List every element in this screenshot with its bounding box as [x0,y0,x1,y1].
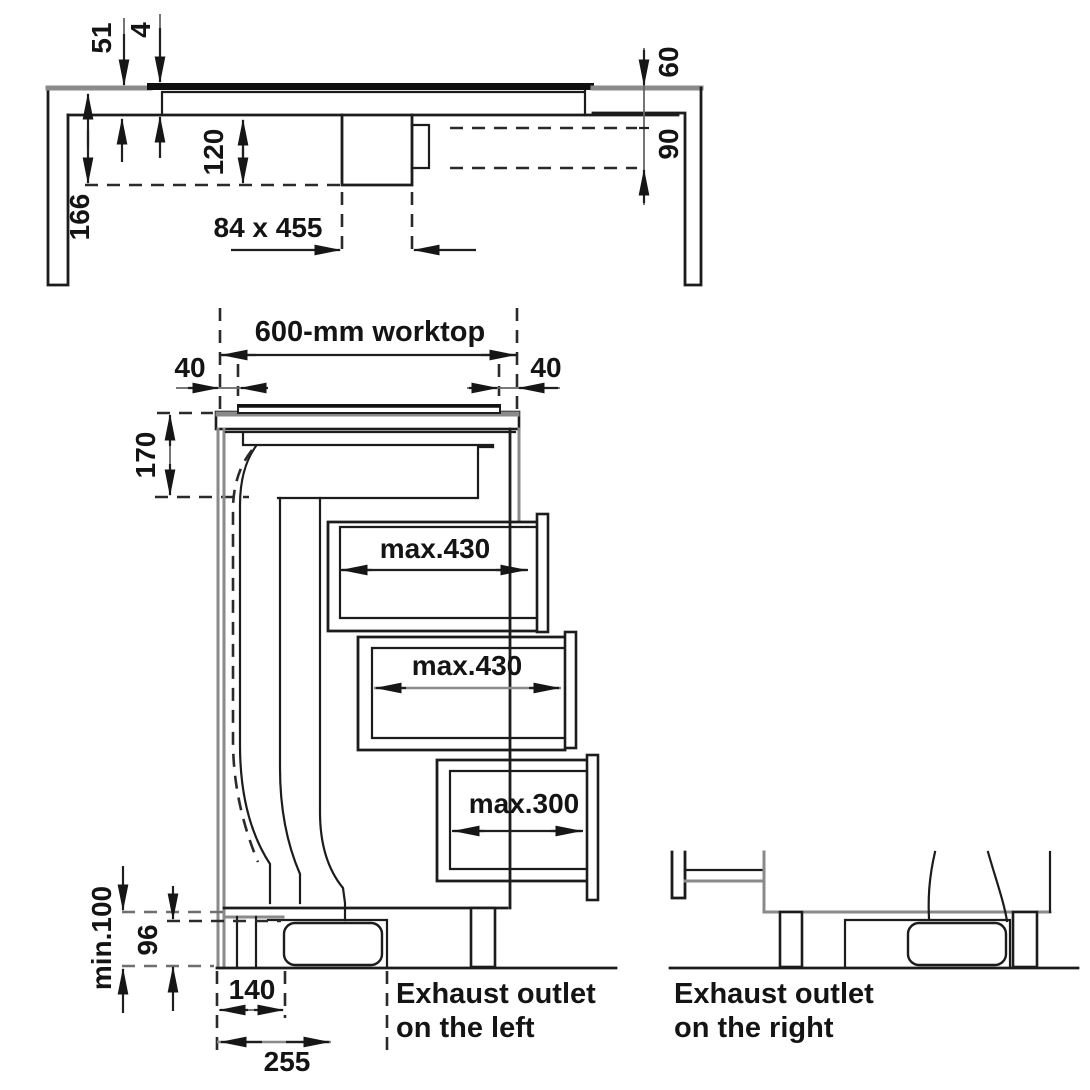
dim-label-170: 170 [130,432,161,479]
hob-flange [224,430,517,449]
drawer-middle: max.430 [356,630,578,752]
drawer-bottom-front [585,753,600,902]
drawer-bottom: max.300 [435,753,600,902]
dim-label-min100: min.100 [86,886,117,990]
caption-exhaust-right-2: on the right [674,1012,834,1044]
caption-exhaust-right-1: Exhaust outlet [674,978,874,1010]
plinth-extension-lines [215,971,389,1052]
duct-flange-bracket [410,123,431,170]
cabinet-section-view: 600-mm worktop 40 40 170 [86,308,618,1077]
hob-recess-lines [160,89,587,117]
dim-label-166: 166 [64,194,95,241]
dim-label-40-right: 40 [530,352,561,383]
dim-label-120: 120 [198,129,229,176]
hob-edge-extension-lines [236,364,501,396]
cutout-extension-lines [340,192,414,257]
plinth-area [215,906,618,970]
hob-body [276,445,495,500]
duct-hidden-lines [450,126,637,170]
exhaust-outlet-left [282,921,384,967]
rail-bracket [670,850,687,900]
exhaust-outlet-right [906,921,1008,967]
dim-label-51: 51 [86,22,117,53]
right-view-outlet-housing [843,918,1012,968]
dim-label-drawer-top: max.430 [380,533,491,564]
vent-box [340,113,414,187]
right-view-foot-right [1011,910,1039,969]
hob-glass-bar [147,83,594,90]
dim-label-96: 96 [132,924,163,955]
right-outlet-view: Exhaust outlet on the right [668,850,1080,1044]
dim-label-255: 255 [264,1046,311,1077]
worktop-plan-view: 51 4 166 120 84 x 455 60 90 [45,14,704,287]
dim-label-worktop: 600-mm worktop [255,316,485,348]
worktop-extension-lines [218,308,519,410]
drawer-top-front [535,512,550,634]
caption-exhaust-left-2: on the left [396,1012,535,1044]
dim-label-90: 90 [653,128,684,159]
dim-label-drawer-bottom: max.300 [469,788,580,819]
dim-label-drawer-middle: max.430 [412,650,523,681]
dim-label-140: 140 [229,974,276,1005]
duct-left-face [238,444,272,905]
plinth-dimensions: min.100 96 140 255 [86,866,389,1077]
plinth-foot [469,906,497,969]
plinth-bracket [235,915,258,968]
right-view-duct-right [986,850,1009,923]
dim-label-40-left: 40 [174,352,205,383]
dim-label-60: 60 [653,46,684,77]
duct-hidden-edge [231,449,260,863]
right-wall-outline [591,86,703,287]
dim-label-4: 4 [125,22,156,38]
caption-exhaust-left-1: Exhaust outlet [396,978,596,1010]
cabinet-left-panel [216,427,226,969]
outlet-housing [266,918,389,968]
duct-inner-left [278,496,302,905]
duct-inner-right [318,496,347,922]
left-wall-outline [46,86,70,287]
dim-label-cutout: 84 x 455 [214,212,323,243]
drawer-top: max.430 [326,512,550,634]
drawer-middle-front [563,630,578,750]
right-view-foot-left [778,910,804,969]
right-view-duct-left [927,850,937,921]
